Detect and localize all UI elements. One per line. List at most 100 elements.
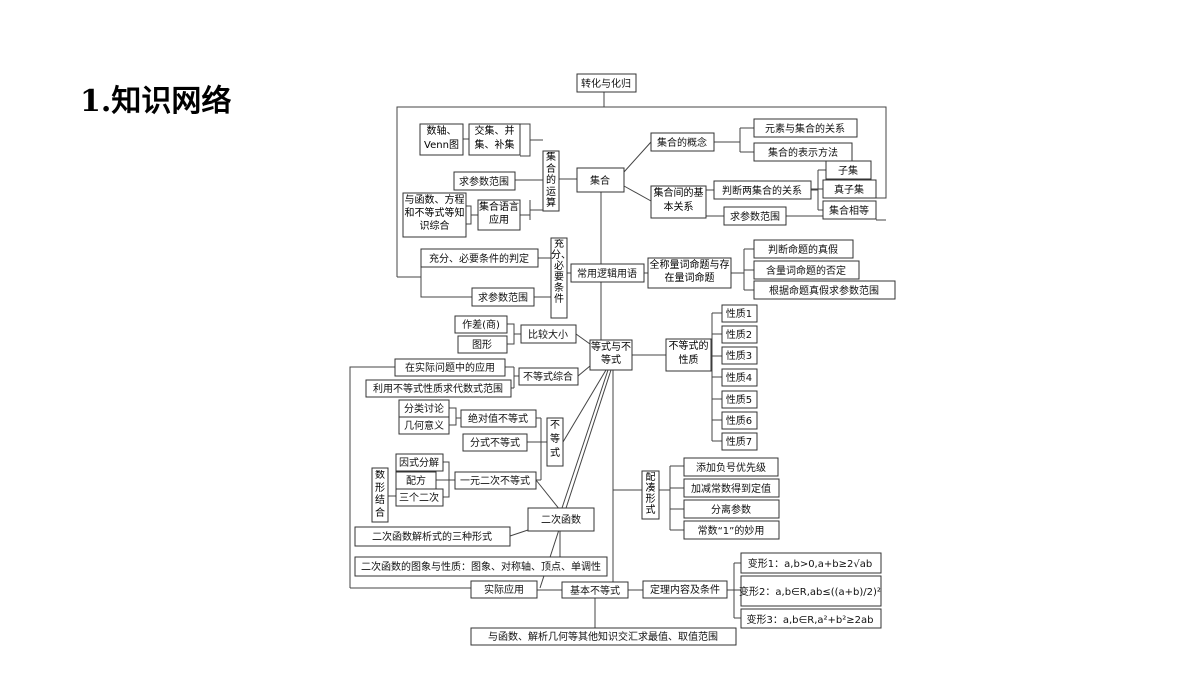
svg-text:真子集: 真子集 [834, 183, 864, 196]
node-zhenjia: 判断命题的真假 [753, 239, 854, 259]
svg-text:判断两集合的关系: 判断两集合的关系 [722, 184, 802, 197]
svg-text:分离参数: 分离参数 [711, 503, 751, 516]
slide-title: 1.知识网络 [80, 84, 232, 119]
node-bianxing2: 变形2：a,b∈R,ab≤((a+b)/2)² [739, 575, 882, 607]
node-bijiao: 比较大小 [520, 324, 577, 344]
node-genju: 根据命题真假求参数范围 [753, 280, 896, 300]
node-shiji1: 在实际问题中的应用 [394, 358, 506, 377]
node-biaoshi: 集合的表示方法 [753, 142, 853, 162]
node-shiji2: 实际应用 [470, 580, 538, 599]
node-erci: 二次函数 [527, 507, 595, 532]
node-property-4: 性质4 [721, 368, 758, 387]
svg-text:定理内容及条件: 定理内容及条件 [650, 583, 720, 596]
svg-text:判断命题的真假: 判断命题的真假 [768, 243, 838, 256]
svg-text:含量词命题的否定: 含量词命题的否定 [766, 264, 846, 277]
svg-text:性质2: 性质2 [726, 328, 752, 341]
node-peifang: 配方 [395, 471, 437, 490]
node-jiajian: 加减常数得到定值 [683, 478, 780, 498]
svg-text:集合的概念: 集合的概念 [657, 136, 707, 149]
node-shuzhou: 数轴、Venn图 [419, 123, 464, 156]
node-zhuanhua: 转化与化归 [576, 73, 637, 93]
node-fenli: 分离参数 [683, 499, 780, 519]
node-dengshi: 等式与不等式 [589, 339, 633, 371]
svg-text:一元二次不等式: 一元二次不等式 [460, 474, 530, 487]
svg-text:二次函数: 二次函数 [541, 513, 581, 526]
svg-text:变形1：a,b>0,a+b≥2√ab: 变形1：a,b>0,a+b≥2√ab [748, 557, 872, 570]
node-sange: 三个二次 [395, 488, 444, 507]
svg-text:根据命题真假求参数范围: 根据命题真假求参数范围 [769, 284, 879, 297]
node-xiangdeng: 集合相等 [822, 200, 877, 220]
node-property-1: 性质1 [721, 304, 758, 323]
svg-text:性质1: 性质1 [726, 307, 752, 320]
node-xingzhi: 不等式的性质 [665, 338, 712, 372]
svg-text:图形: 图形 [472, 339, 492, 351]
svg-text:三个二次: 三个二次 [399, 491, 439, 504]
svg-text:求参数范围: 求参数范围 [459, 175, 509, 188]
node-jihe-yi: 几何意义 [398, 416, 450, 435]
node-qiucanshu3: 求参数范围 [471, 287, 535, 307]
svg-text:元素与集合的关系: 元素与集合的关系 [765, 122, 845, 135]
node-peicou: 配凑形式 [641, 470, 660, 520]
svg-text:转化与化归: 转化与化归 [581, 77, 631, 90]
node-zhenziji: 真子集 [822, 179, 877, 199]
node-bianxing1: 变形1：a,b>0,a+b≥2√ab [740, 552, 882, 574]
node-tuxiang: 二次函数的图象与性质：图象、对称轴、顶点、单调性 [354, 556, 608, 577]
svg-text:实际应用: 实际应用 [484, 583, 524, 596]
svg-text:比较大小: 比较大小 [528, 328, 568, 341]
node-fouding: 含量词命题的否定 [753, 260, 860, 280]
svg-text:添加负号优先级: 添加负号优先级 [696, 461, 766, 474]
node-yuhanshu2: 与函数、解析几何等其他知识交汇求最值、取值范围 [470, 627, 737, 646]
svg-text:作差(商): 作差(商) [462, 318, 500, 331]
svg-text:因式分解: 因式分解 [399, 456, 439, 469]
svg-text:变形3：a,b∈R,a²+b²≥2ab: 变形3：a,b∈R,a²+b²≥2ab [747, 613, 874, 626]
node-tianjia: 添加负号优先级 [683, 457, 779, 477]
svg-text:二次函数解析式的三种形式: 二次函数解析式的三种形式 [372, 530, 492, 543]
svg-text:在实际问题中的应用: 在实际问题中的应用 [405, 361, 495, 374]
node-jiben: 集合间的基本关系 [650, 185, 707, 219]
node-luoji: 常用逻辑用语 [570, 263, 645, 283]
svg-text:基本不等式: 基本不等式 [570, 584, 620, 597]
node-shuxing: 数形结合 [371, 467, 389, 523]
node-jihe: 集合 [576, 167, 625, 193]
svg-text:充分、必要条件的判定: 充分、必要条件的判定 [429, 252, 529, 265]
svg-text:性质6: 性质6 [726, 414, 752, 427]
svg-text:性质3: 性质3 [726, 349, 752, 362]
svg-text:性质7: 性质7 [726, 435, 752, 448]
svg-text:子集: 子集 [838, 164, 858, 177]
node-qiucanshu1: 求参数范围 [453, 171, 516, 191]
svg-text:常数“1”的妙用: 常数“1”的妙用 [698, 524, 765, 537]
node-zonghe: 不等式综合 [518, 367, 579, 386]
svg-text:集合的表示方法: 集合的表示方法 [768, 146, 838, 159]
connectors [349, 92, 887, 628]
node-chongfen: 充分、必要条件的判定 [420, 248, 539, 268]
svg-text:求参数范围: 求参数范围 [478, 291, 528, 304]
node-property-5: 性质5 [721, 390, 758, 409]
node-property-3: 性质3 [721, 346, 758, 365]
node-property-6: 性质6 [721, 411, 758, 430]
node-jiheyuyan: 集合语言应用 [477, 199, 521, 231]
svg-text:几何意义: 几何意义 [404, 419, 444, 432]
node-ziji: 子集 [825, 160, 872, 180]
svg-text:分式不等式: 分式不等式 [470, 436, 520, 449]
node-changshu: 常数“1”的妙用 [683, 520, 780, 540]
svg-text:集合: 集合 [590, 174, 610, 187]
svg-text:求参数范围: 求参数范围 [730, 210, 780, 223]
node-jueduizhi: 绝对值不等式 [460, 409, 537, 428]
node-property-2: 性质2 [721, 325, 758, 344]
node-fenshi: 分式不等式 [462, 433, 528, 452]
node-jibenbds: 基本不等式 [561, 581, 629, 599]
node-yiyuan: 一元二次不等式 [454, 471, 537, 490]
node-budengshi: 不等式 [546, 417, 564, 467]
svg-text:二次函数的图象与性质：图象、对称轴、顶点、单调性: 二次函数的图象与性质：图象、对称轴、顶点、单调性 [361, 560, 601, 573]
node-sanzhong: 二次函数解析式的三种形式 [354, 526, 511, 547]
node-fenlei: 分类讨论 [398, 399, 450, 418]
node-chongbi: 充分、必要条件 [550, 237, 568, 319]
node-panduan: 判断两集合的关系 [713, 180, 812, 200]
node-bianxing3: 变形3：a,b∈R,a²+b²≥2ab [740, 608, 882, 629]
node-yunsuan: 集合的运算 [542, 150, 560, 212]
svg-text:与函数、解析几何等其他知识交汇求最值、取值范围: 与函数、解析几何等其他知识交汇求最值、取值范围 [488, 630, 718, 643]
node-liyong: 利用不等式性质求代数式范围 [365, 379, 512, 398]
svg-text:变形2：a,b∈R,ab≤((a+b)/2)²: 变形2：a,b∈R,ab≤((a+b)/2)² [739, 585, 881, 598]
